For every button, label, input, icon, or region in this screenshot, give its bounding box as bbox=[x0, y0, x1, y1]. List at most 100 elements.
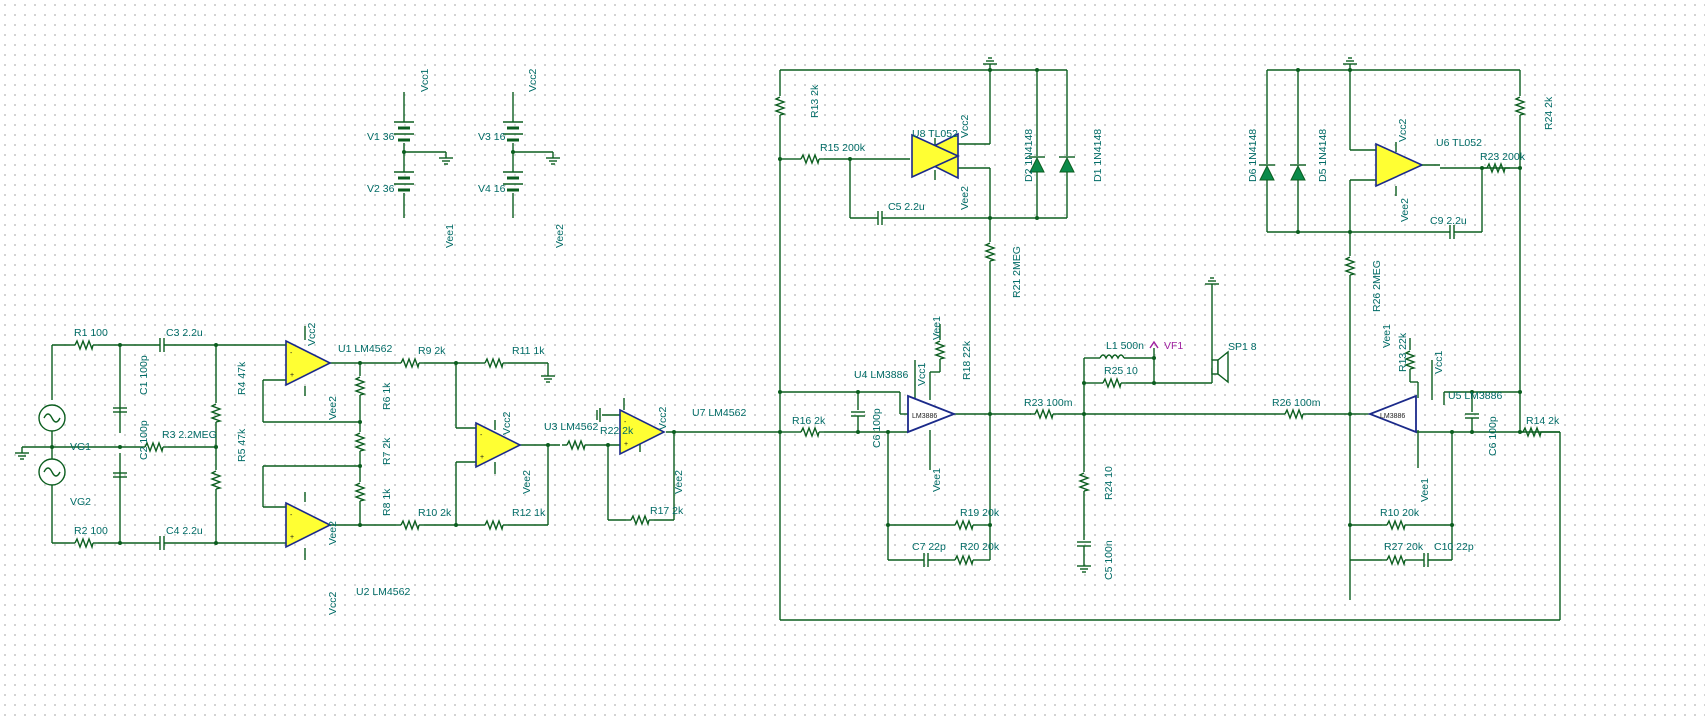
diode-d1[interactable] bbox=[1058, 156, 1076, 173]
label-r23-left: R23 100m bbox=[1024, 397, 1073, 409]
label-u5-chip: LM3886 bbox=[1380, 413, 1405, 420]
label-r3: R3 2.2MEG bbox=[162, 429, 217, 441]
label-u3: U3 LM4562 bbox=[544, 421, 598, 433]
supply-v1-v2[interactable] bbox=[392, 92, 454, 218]
opamp-u2-wiring bbox=[262, 465, 360, 560]
label-u5-vee1: Vee1 bbox=[1419, 478, 1431, 502]
diode-d5[interactable] bbox=[1289, 164, 1307, 181]
label-v4: V4 16 bbox=[478, 183, 506, 195]
label-vee2-supply: Vee2 bbox=[554, 224, 566, 248]
signal-source-vg2[interactable] bbox=[38, 458, 66, 486]
left-amp-wiring bbox=[775, 57, 1520, 621]
label-vg2: VG2 bbox=[70, 496, 91, 508]
opamp-u3[interactable] bbox=[475, 422, 521, 468]
feedback-ladder bbox=[355, 358, 560, 530]
label-sp1: SP1 8 bbox=[1228, 341, 1257, 353]
supply-v3-v4[interactable] bbox=[501, 92, 561, 218]
label-u4-chip: LM3886 bbox=[912, 413, 937, 420]
label-r19: R19 20k bbox=[960, 507, 1000, 519]
label-r10-right: R10 20k bbox=[1380, 507, 1420, 519]
label-r6: R6 1k bbox=[381, 382, 393, 410]
label-r15: R15 200k bbox=[820, 142, 866, 154]
label-r26-2meg: R26 2MEG bbox=[1371, 260, 1383, 312]
probe-vf1[interactable] bbox=[1149, 340, 1159, 349]
opamp-u2[interactable] bbox=[285, 502, 331, 548]
label-c7: C7 22p bbox=[912, 541, 946, 553]
label-d5: D5 1N4148 bbox=[1317, 129, 1329, 182]
label-v3: V3 16 bbox=[478, 131, 506, 143]
label-v2: V2 36 bbox=[367, 183, 395, 195]
label-r24-right: R24 2k bbox=[1543, 96, 1555, 130]
label-r20: R20 20k bbox=[960, 541, 1000, 553]
label-r1: R1 100 bbox=[74, 327, 108, 339]
opamp-u1[interactable] bbox=[285, 340, 331, 386]
label-r23-right: R23 200k bbox=[1480, 151, 1526, 163]
label-u6: U6 TL052 bbox=[1436, 137, 1482, 149]
label-r22: R22 2k bbox=[600, 425, 634, 437]
label-u2-vee2: Vee2 bbox=[327, 521, 339, 545]
label-r10: R10 2k bbox=[418, 507, 452, 519]
label-vcc1-supply: Vcc1 bbox=[419, 68, 431, 92]
label-u1-vcc2: Vcc2 bbox=[306, 322, 318, 346]
label-u3-vee2: Vee2 bbox=[521, 470, 533, 494]
label-u8-vee2: Vee2 bbox=[959, 186, 971, 210]
label-c10: C10 22p bbox=[1434, 541, 1474, 553]
label-u5-vee1-top: Vee1 bbox=[1381, 324, 1393, 348]
label-vcc2-supply: Vcc2 bbox=[527, 68, 539, 92]
label-r12: R12 1k bbox=[512, 507, 546, 519]
label-u3-vcc2: Vcc2 bbox=[501, 411, 513, 435]
label-u5: U5 LM3886 bbox=[1448, 390, 1502, 402]
label-u8: U8 TL052 bbox=[912, 128, 958, 140]
label-r8: R8 1k bbox=[381, 488, 393, 516]
speaker-sp1[interactable] bbox=[1211, 350, 1229, 384]
label-r21: R21 2MEG bbox=[1011, 246, 1023, 298]
u6-triangle[interactable] bbox=[1375, 142, 1424, 188]
label-u5-vcc1: Vcc1 bbox=[1433, 350, 1445, 374]
signal-source-vg1[interactable] bbox=[38, 404, 66, 432]
u7-stage-wiring bbox=[561, 398, 780, 525]
label-u4: U4 LM3886 bbox=[854, 369, 908, 381]
u8-triangle[interactable] bbox=[911, 133, 960, 179]
label-u1-vee2: Vee2 bbox=[327, 396, 339, 420]
label-u2: U2 LM4562 bbox=[356, 586, 410, 598]
label-c6-right: C6 100p bbox=[1487, 416, 1499, 456]
label-c6-left: C6 100p bbox=[871, 408, 883, 448]
diode-d6[interactable] bbox=[1258, 164, 1276, 181]
label-r11: R11 1k bbox=[512, 345, 545, 357]
label-c2: C2 100p bbox=[138, 420, 150, 460]
label-vg1: VG1 bbox=[70, 441, 91, 453]
label-d1: D1 1N4148 bbox=[1092, 129, 1104, 182]
label-u8-vcc2: Vcc2 bbox=[959, 114, 971, 138]
label-vee1-supply: Vee1 bbox=[444, 224, 456, 248]
label-r14: R14 2k bbox=[1526, 415, 1560, 427]
output-wiring bbox=[1029, 277, 1360, 573]
label-u7: U7 LM4562 bbox=[692, 407, 746, 419]
label-u4-vcc1: Vcc1 bbox=[916, 362, 928, 386]
label-r13-left: R13 2k bbox=[809, 84, 821, 118]
label-c3: C3 2.2u bbox=[166, 327, 203, 339]
label-d6: D6 1N4148 bbox=[1247, 129, 1259, 182]
label-u4-vee1-top: Vee1 bbox=[931, 316, 943, 340]
label-r4: R4 47k bbox=[236, 361, 248, 395]
label-d2: D2 1N4148 bbox=[1023, 129, 1035, 182]
label-r24-left: R24 10 bbox=[1103, 466, 1115, 500]
label-r2: R2 100 bbox=[74, 525, 108, 537]
label-r16: R16 2k bbox=[792, 415, 826, 427]
label-r7: R7 2k bbox=[381, 437, 393, 465]
input-stage-wiring bbox=[14, 337, 270, 551]
label-l1: L1 500n bbox=[1106, 340, 1144, 352]
right-amp-wiring bbox=[1266, 57, 1561, 621]
opamp-u1-wiring bbox=[262, 326, 360, 423]
label-c4: C4 2.2u bbox=[166, 525, 203, 537]
label-r9: R9 2k bbox=[418, 345, 446, 357]
labels: V1 36 V2 36 V3 16 V4 16 Vcc1 Vcc2 Vee1 V… bbox=[70, 68, 1560, 615]
label-u1: U1 LM4562 bbox=[338, 343, 392, 355]
label-r18: R18 22k bbox=[961, 340, 973, 380]
label-v1: V1 36 bbox=[367, 131, 395, 143]
label-u7-vee2: Vee2 bbox=[673, 470, 685, 494]
label-vf1: VF1 bbox=[1164, 340, 1183, 352]
label-u2-vcc2: Vcc2 bbox=[327, 591, 339, 615]
label-u4-vee1: Vee1 bbox=[931, 468, 943, 492]
